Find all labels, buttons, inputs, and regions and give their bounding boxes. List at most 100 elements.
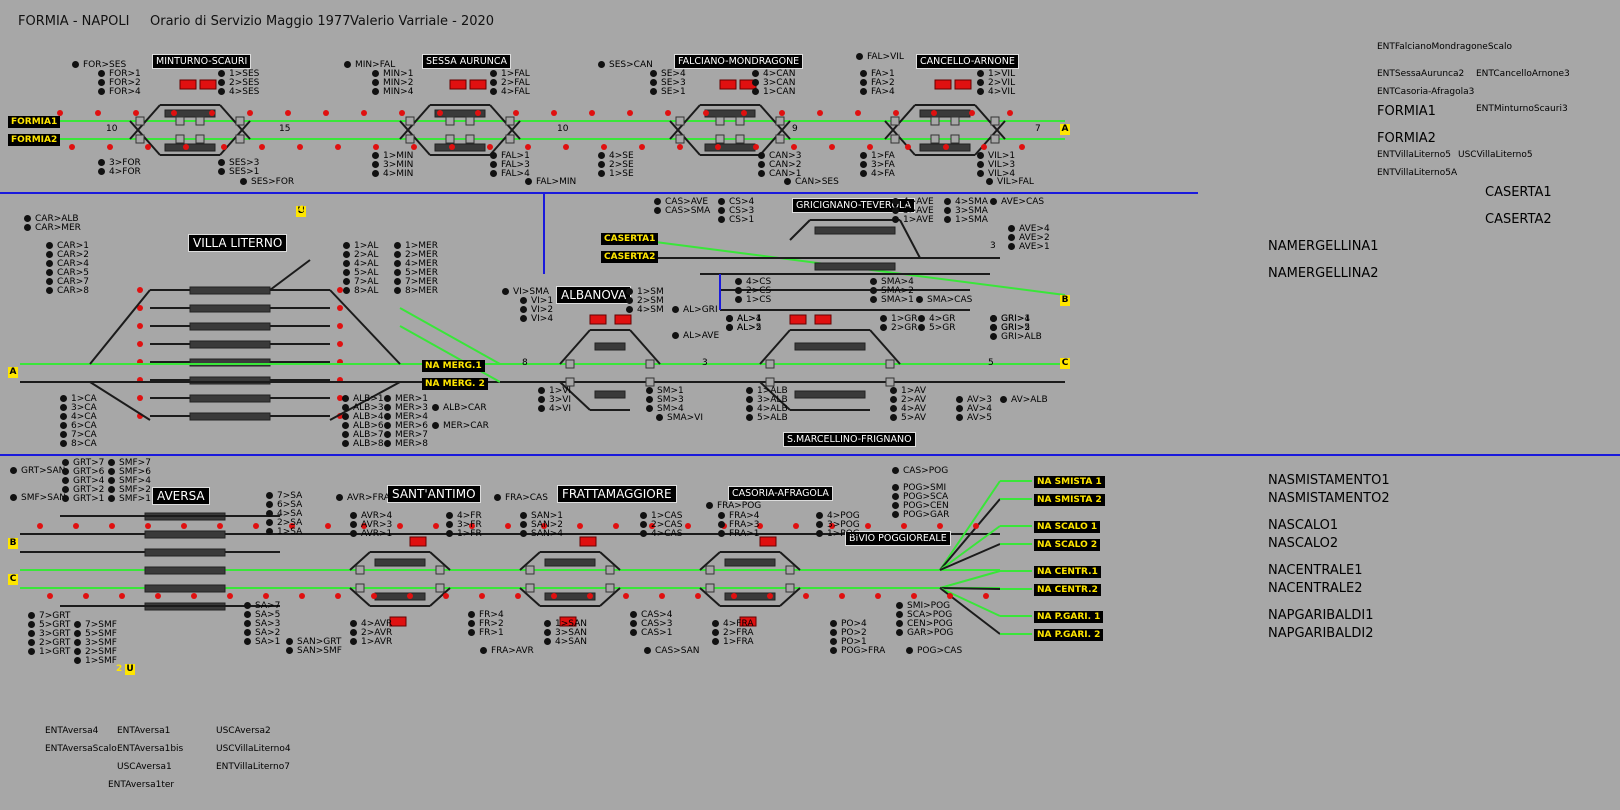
route-button-sm1[interactable]: 1>SM [626, 287, 664, 297]
route-button-fal4[interactable]: 4>FAL [490, 87, 530, 97]
route-button-sa-2[interactable]: SA>2 [244, 628, 280, 638]
route-button-car-mer[interactable]: CAR>MER [24, 223, 81, 233]
route-button-vil-fal[interactable]: VIL>FAL [986, 177, 1034, 187]
route-button-for-4[interactable]: FOR>4 [98, 87, 141, 97]
route-button-can-b1[interactable]: CAN>1 [758, 169, 801, 179]
route-button-fal1[interactable]: 1>FAL [490, 69, 530, 79]
route-button-sa-5[interactable]: SA>5 [244, 610, 280, 620]
route-button-can4[interactable]: 4>CAN [752, 69, 795, 79]
terminal-nacentr1[interactable]: NA CENTR.1 [1034, 566, 1101, 578]
route-button-cas-san[interactable]: CAS>SAN [644, 646, 699, 656]
route-button-san-4[interactable]: 4>SAN [544, 637, 587, 647]
route-button-smab4[interactable]: SMA>4 [870, 277, 914, 287]
route-button-avr-4[interactable]: 4>AVR [350, 619, 392, 629]
route-button-av4[interactable]: 4>AV [890, 404, 926, 414]
route-button-mer5[interactable]: 5>MER [394, 268, 438, 278]
route-button-grt-7[interactable]: 7>GRT [28, 611, 70, 621]
route-button-pog4[interactable]: 4>POG [816, 511, 860, 521]
route-button-san2[interactable]: SAN>2 [520, 520, 563, 530]
route-button-av5[interactable]: 5>AV [890, 413, 926, 423]
route-button-sca-pog[interactable]: SCA>POG [896, 610, 952, 620]
route-button-ca8[interactable]: 8>CA [60, 439, 97, 449]
route-button-al2[interactable]: 2>AL [343, 250, 378, 260]
route-button-fra3[interactable]: FRA>3 [718, 520, 760, 530]
route-button-for-ses[interactable]: FOR>SES [72, 60, 126, 70]
route-button-sa-1[interactable]: SA>1 [244, 637, 280, 647]
route-button-smf-san[interactable]: SMF>SAN [10, 493, 66, 503]
route-button-alb1[interactable]: ALB>1 [342, 394, 384, 404]
route-button-ses-2[interactable]: 2>SES [218, 78, 259, 88]
route-button-fra-1[interactable]: 1>FRA [712, 637, 754, 647]
route-button-grt1[interactable]: GRT>1 [62, 494, 104, 504]
route-button-grt-san[interactable]: GRT>SAN [10, 466, 65, 476]
route-button-car1[interactable]: CAR>1 [46, 241, 89, 251]
route-button-sma-vi[interactable]: SMA>VI [656, 413, 703, 423]
route-button-cas-ave[interactable]: CAS>AVE [654, 197, 708, 207]
route-button-smf-1[interactable]: 1>SMF [74, 656, 117, 666]
route-button-for-1[interactable]: FOR>1 [98, 69, 141, 79]
route-button-al7[interactable]: 7>AL [343, 277, 378, 287]
terminal-nacentr2[interactable]: NA CENTR.2 [1034, 584, 1101, 596]
route-button-vi-sma[interactable]: VI>SMA [502, 287, 549, 297]
route-button-pog-gar[interactable]: POG>GAR [892, 510, 949, 520]
terminal-napgar1[interactable]: NA P.GARI. 1 [1034, 611, 1104, 623]
route-button-gri1[interactable]: GRI>1 [990, 314, 1030, 324]
route-button-casb3[interactable]: CAS>3 [630, 619, 672, 629]
route-button-cas4[interactable]: 4>CAS [640, 529, 682, 539]
route-button-for3[interactable]: 3>FOR [98, 158, 141, 168]
route-button-merb7[interactable]: MER>7 [384, 430, 428, 440]
route-button-alb8[interactable]: ALB>8 [342, 439, 384, 449]
route-button-ave1[interactable]: 1>AVE [892, 215, 934, 225]
route-button-cs-4[interactable]: 4>CS [735, 277, 771, 287]
terminal-nasmista2[interactable]: NA SMISTA 2 [1034, 494, 1105, 506]
terminal-napgar2[interactable]: NA P.GARI. 2 [1034, 629, 1104, 641]
route-button-smf2[interactable]: SMF>2 [108, 485, 151, 495]
route-button-car4[interactable]: CAR>4 [46, 259, 89, 269]
route-button-avr-2[interactable]: 2>AVR [350, 628, 392, 638]
route-button-vilb3[interactable]: VIL>3 [977, 160, 1015, 170]
route-button-ave4[interactable]: 4>AVE [892, 197, 934, 207]
route-button-smb4[interactable]: SM>4 [646, 404, 684, 414]
route-button-fa4[interactable]: FA>4 [860, 87, 895, 97]
route-button-grt7[interactable]: GRT>7 [62, 458, 104, 468]
route-button-alb-car[interactable]: ALB>CAR [432, 403, 487, 413]
route-button-ca4[interactable]: 4>CA [60, 412, 97, 422]
route-button-pog-cas[interactable]: POG>CAS [906, 646, 962, 656]
route-button-gr4[interactable]: 4>GR [918, 314, 956, 324]
route-button-vi4[interactable]: VI>4 [520, 314, 553, 324]
route-button-frb4[interactable]: FR>4 [468, 610, 504, 620]
route-button-smf-5[interactable]: 5>SMF [74, 629, 117, 639]
route-button-can1[interactable]: 1>CAN [752, 87, 795, 97]
route-button-cs4[interactable]: CS>4 [718, 197, 754, 207]
route-button-fal-min[interactable]: FAL>MIN [525, 177, 576, 187]
terminal-nasmista1[interactable]: NA SMISTA 1 [1034, 476, 1105, 488]
route-button-al-2[interactable]: AL>2 [726, 323, 761, 333]
route-button-casb4[interactable]: CAS>4 [630, 610, 672, 620]
route-button-grt-2[interactable]: 2>GRT [28, 638, 70, 648]
route-button-sa-7[interactable]: SA>7 [244, 601, 280, 611]
route-button-casb1[interactable]: CAS>1 [630, 628, 672, 638]
route-button-ses1[interactable]: SES>1 [218, 167, 259, 177]
terminal-nascalo1[interactable]: NA SCALO 1 [1034, 521, 1101, 533]
route-button-grt2[interactable]: GRT>2 [62, 485, 104, 495]
route-button-fr4[interactable]: 4>FR [446, 511, 482, 521]
route-button-fra1[interactable]: FRA>1 [718, 529, 760, 539]
terminal-caserta2[interactable]: CASERTA2 [601, 251, 659, 263]
route-button-fra-pog[interactable]: FRA>POG [706, 501, 761, 511]
route-button-po1[interactable]: PO>1 [830, 637, 867, 647]
route-button-mer7[interactable]: 7>MER [394, 277, 438, 287]
route-button-san1[interactable]: SAN>1 [520, 511, 563, 521]
route-button-san4[interactable]: SAN>4 [520, 529, 563, 539]
route-button-ses-4[interactable]: 4>SES [218, 87, 259, 97]
route-button-merb8[interactable]: MER>8 [384, 439, 428, 449]
route-button-sma4[interactable]: 4>SMA [944, 197, 988, 207]
route-button-fra-2[interactable]: 2>FRA [712, 628, 754, 638]
route-button-cas-pog[interactable]: CAS>POG [892, 466, 948, 476]
route-button-merb3[interactable]: MER>3 [384, 403, 428, 413]
route-button-avr-fra[interactable]: AVR>FRA [336, 493, 390, 503]
route-button-vilb4[interactable]: VIL>4 [977, 169, 1015, 179]
route-button-fra-avr[interactable]: FRA>AVR [480, 646, 534, 656]
route-button-falb3[interactable]: FAL>3 [490, 160, 530, 170]
route-button-cs1[interactable]: CS>1 [718, 215, 754, 225]
route-button-smf-7[interactable]: 7>SMF [74, 620, 117, 630]
